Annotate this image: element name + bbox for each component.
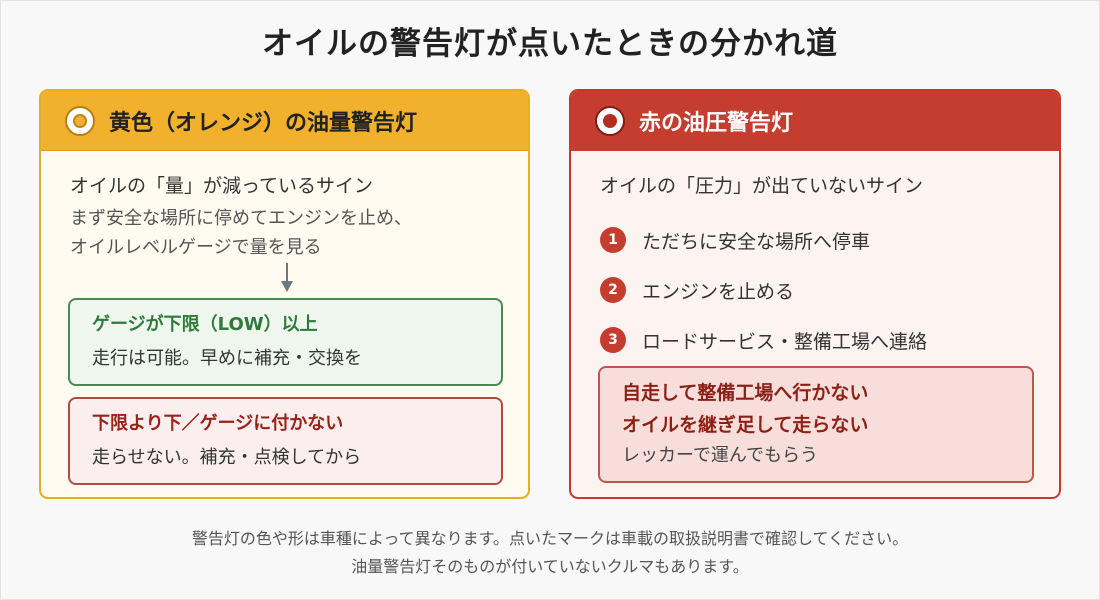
oil-level-card-header: 黄色（オレンジ）の油量警告灯	[41, 91, 528, 151]
gauge-below-low-title: 下限より下／ゲージに付かない	[92, 413, 344, 434]
oil-level-instruction: まず安全な場所に停めてエンジンを止め、 オイルレベルゲージで量を見る	[70, 204, 412, 262]
oil-level-instruction-line2: オイルレベルゲージで量を見る	[70, 237, 322, 258]
step-item: 3 ロードサービス・整備工場へ連絡	[600, 315, 927, 365]
warning-line1: 自走して整備工場へ行かない	[622, 382, 869, 404]
oil-level-card-title: 黄色（オレンジ）の油量警告灯	[109, 110, 418, 136]
gauge-above-low-text: 走行は可能。早めに補充・交換を	[92, 348, 362, 369]
step-number-badge: 2	[600, 277, 626, 303]
oil-pressure-warning-card: 赤の油圧警告灯 オイルの「圧力」が出ていないサイン 1 ただちに安全な場所へ停車…	[569, 89, 1061, 499]
footnote-line1: 警告灯の色や形は車種によって異なります。点いたマークは車載の取扱説明書で確認して…	[191, 529, 909, 548]
arrow-down-icon	[281, 263, 293, 292]
oil-level-instruction-line1: まず安全な場所に停めてエンジンを止め、	[70, 208, 412, 229]
warning-line2: オイルを継ぎ足して走らない	[622, 414, 869, 436]
step-text: ロードサービス・整備工場へ連絡	[642, 330, 928, 353]
page-title: オイルの警告灯が点いたときの分かれ道	[262, 26, 838, 62]
gauge-below-low-text: 走らせない。補充・点検してから	[92, 447, 362, 468]
step-text: エンジンを止める	[642, 280, 795, 303]
step-text: ただちに安全な場所へ停車	[642, 230, 871, 253]
oil-pressure-card-header: 赤の油圧警告灯	[571, 91, 1059, 151]
gauge-below-low-box: 下限より下／ゲージに付かない 走らせない。補充・点検してから	[68, 397, 503, 485]
oil-pressure-card-title: 赤の油圧警告灯	[639, 111, 794, 136]
red-warning-lamp-icon	[595, 106, 625, 136]
warning-sub: レッカーで運んでもらう	[622, 445, 819, 466]
step-item: 2 エンジンを止める	[600, 265, 927, 315]
oil-pressure-lead: オイルの「圧力」が出ていないサイン	[600, 175, 924, 197]
footnote-line2: 油量警告灯そのものが付いていないクルマもあります。	[351, 557, 749, 576]
yellow-warning-lamp-icon	[65, 105, 95, 136]
gauge-above-low-box: ゲージが下限（LOW）以上 走行は可能。早めに補充・交換を	[68, 298, 503, 386]
step-list: 1 ただちに安全な場所へ停車 2 エンジンを止める 3 ロードサービス・整備工場…	[600, 215, 927, 365]
step-number-badge: 1	[600, 227, 626, 253]
step-number-badge: 3	[600, 327, 626, 353]
oil-level-warning-card: 黄色（オレンジ）の油量警告灯 オイルの「量」が減っているサイン まず安全な場所に…	[39, 89, 530, 499]
do-not-drive-warning-box: 自走して整備工場へ行かない オイルを継ぎ足して走らない レッカーで運んでもらう	[598, 366, 1034, 483]
step-item: 1 ただちに安全な場所へ停車	[600, 215, 927, 265]
oil-level-lead: オイルの「量」が減っているサイン	[70, 175, 374, 197]
gauge-above-low-title: ゲージが下限（LOW）以上	[92, 314, 318, 335]
footnote: 警告灯の色や形は車種によって異なります。点いたマークは車載の取扱説明書で確認して…	[0, 525, 1100, 581]
